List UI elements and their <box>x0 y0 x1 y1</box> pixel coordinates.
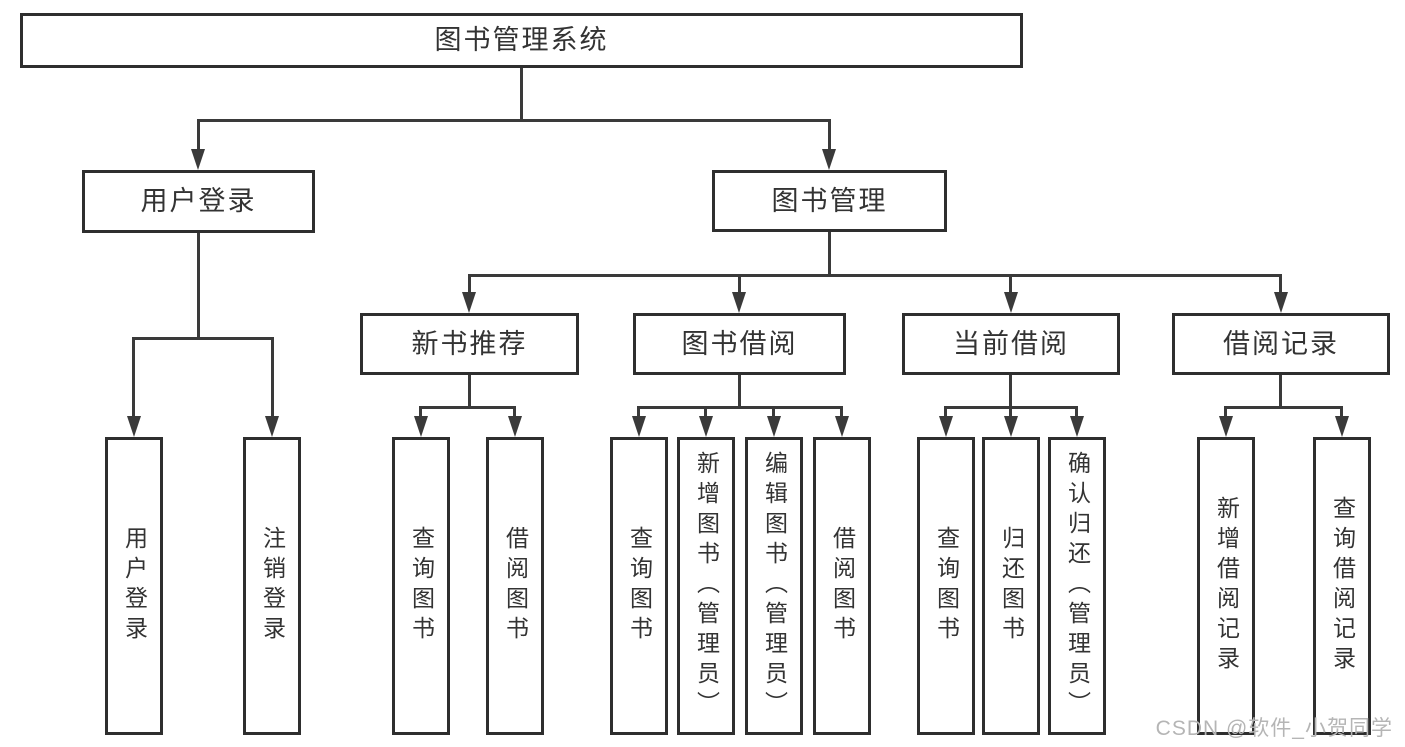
node-user-login: 用户登录 <box>82 170 315 233</box>
arrow-down-icon <box>265 416 279 437</box>
arrow-down-icon <box>822 149 836 170</box>
arrow-down-icon <box>127 416 141 437</box>
connector-records-hline <box>1224 406 1343 409</box>
connector-bookmgmt-stub-3 <box>1009 274 1012 296</box>
connector-root-vline <box>520 68 523 119</box>
arrow-down-icon <box>191 149 205 170</box>
node-leaf-query-books-current-label: 查询图书 <box>933 526 960 646</box>
node-leaf-edit-book-admin: 编辑图书（管理员） <box>745 437 803 735</box>
node-book-management: 图书管理 <box>712 170 947 232</box>
node-leaf-edit-book-admin-label: 编辑图书（管理员） <box>761 451 788 721</box>
connector-newbook-stub-1 <box>419 406 422 419</box>
node-leaf-query-books-recommend-label: 查询图书 <box>408 526 435 646</box>
connector-borrow-stub-1 <box>637 406 640 419</box>
arrow-down-icon <box>1070 416 1084 437</box>
node-new-book-recommend-label: 新书推荐 <box>411 328 528 359</box>
node-leaf-borrow-books-recommend: 借阅图书 <box>486 437 544 735</box>
node-leaf-borrow-books-recommend-label: 借阅图书 <box>502 526 529 646</box>
node-leaf-return-books: 归还图书 <box>982 437 1040 735</box>
connector-bookmgmt-vline <box>828 232 831 274</box>
csdn-watermark: CSDN @软件_小贺同学 <box>1155 717 1393 740</box>
node-leaf-confirm-return-admin-label: 确认归还（管理员） <box>1064 451 1091 721</box>
connector-root-stub-left <box>197 119 200 152</box>
connector-root-stub-right <box>828 119 831 152</box>
connector-bookmgmt-stub-4 <box>1279 274 1282 296</box>
node-borrowing-records: 借阅记录 <box>1172 313 1390 375</box>
connector-userlogin-vline <box>197 233 200 337</box>
node-leaf-query-books-current: 查询图书 <box>917 437 975 735</box>
connector-borrow-stub-3 <box>772 406 775 419</box>
connector-current-vline <box>1009 375 1012 406</box>
node-leaf-add-book-admin-label: 新增图书（管理员） <box>693 451 720 721</box>
arrow-down-icon <box>939 416 953 437</box>
node-leaf-borrow-books-label: 借阅图书 <box>829 526 856 646</box>
node-leaf-user-login-label: 用户登录 <box>121 526 148 646</box>
node-leaf-user-login: 用户登录 <box>105 437 163 735</box>
arrow-down-icon <box>1004 416 1018 437</box>
node-leaf-query-books-borrow: 查询图书 <box>610 437 668 735</box>
connector-newbook-hline <box>419 406 515 409</box>
connector-borrow-stub-4 <box>840 406 843 419</box>
arrow-down-icon <box>767 416 781 437</box>
node-book-borrowing: 图书借阅 <box>633 313 846 375</box>
node-leaf-confirm-return-admin: 确认归还（管理员） <box>1048 437 1106 735</box>
node-leaf-logout-label: 注销登录 <box>259 526 286 646</box>
node-leaf-query-borrow-record-label: 查询借阅记录 <box>1329 496 1356 676</box>
connector-userlogin-stub-2 <box>271 337 274 419</box>
node-book-borrowing-label: 图书借阅 <box>681 328 798 359</box>
connector-records-stub-1 <box>1224 406 1227 419</box>
arrow-down-icon <box>632 416 646 437</box>
arrow-down-icon <box>732 292 746 313</box>
connector-userlogin-hline <box>133 337 273 340</box>
node-current-borrowing-label: 当前借阅 <box>953 328 1069 359</box>
connector-newbook-stub-2 <box>513 406 516 419</box>
connector-newbook-vline <box>468 375 471 406</box>
arrow-down-icon <box>835 416 849 437</box>
arrow-down-icon <box>1219 416 1233 437</box>
arrow-down-icon <box>1335 416 1349 437</box>
connector-borrow-hline <box>637 406 843 409</box>
arrow-down-icon <box>508 416 522 437</box>
node-book-management-label: 图书管理 <box>771 185 888 216</box>
connector-borrow-stub-2 <box>704 406 707 419</box>
node-current-borrowing: 当前借阅 <box>902 313 1120 375</box>
node-borrowing-records-label: 借阅记录 <box>1223 328 1339 359</box>
node-leaf-query-books-borrow-label: 查询图书 <box>626 526 653 646</box>
node-leaf-borrow-books: 借阅图书 <box>813 437 871 735</box>
connector-bookmgmt-stub-2 <box>738 274 741 296</box>
node-leaf-logout: 注销登录 <box>243 437 301 735</box>
arrow-down-icon <box>1274 292 1288 313</box>
node-leaf-add-borrow-record: 新增借阅记录 <box>1197 437 1255 735</box>
node-leaf-return-books-label: 归还图书 <box>998 526 1025 646</box>
connector-records-vline <box>1279 375 1282 406</box>
node-leaf-query-books-recommend: 查询图书 <box>392 437 450 735</box>
node-leaf-add-book-admin: 新增图书（管理员） <box>677 437 735 735</box>
connector-borrow-vline <box>738 375 741 406</box>
arrow-down-icon <box>1004 292 1018 313</box>
connector-root-hline <box>197 119 831 122</box>
connector-userlogin-stub-1 <box>132 337 135 419</box>
node-new-book-recommend: 新书推荐 <box>360 313 579 375</box>
node-root-label: 图书管理系统 <box>434 25 609 55</box>
connector-bookmgmt-stub-1 <box>468 274 471 296</box>
node-leaf-query-borrow-record: 查询借阅记录 <box>1313 437 1371 735</box>
node-leaf-add-borrow-record-label: 新增借阅记录 <box>1213 496 1240 676</box>
connector-current-stub-3 <box>1075 406 1078 419</box>
connector-current-stub-2 <box>1009 406 1012 419</box>
connector-bookmgmt-hline <box>468 274 1282 277</box>
node-user-login-label: 用户登录 <box>140 186 257 216</box>
connector-current-stub-1 <box>944 406 947 419</box>
arrow-down-icon <box>699 416 713 437</box>
arrow-down-icon <box>414 416 428 437</box>
node-root-system: 图书管理系统 <box>20 13 1023 68</box>
connector-records-stub-2 <box>1340 406 1343 419</box>
arrow-down-icon <box>462 292 476 313</box>
